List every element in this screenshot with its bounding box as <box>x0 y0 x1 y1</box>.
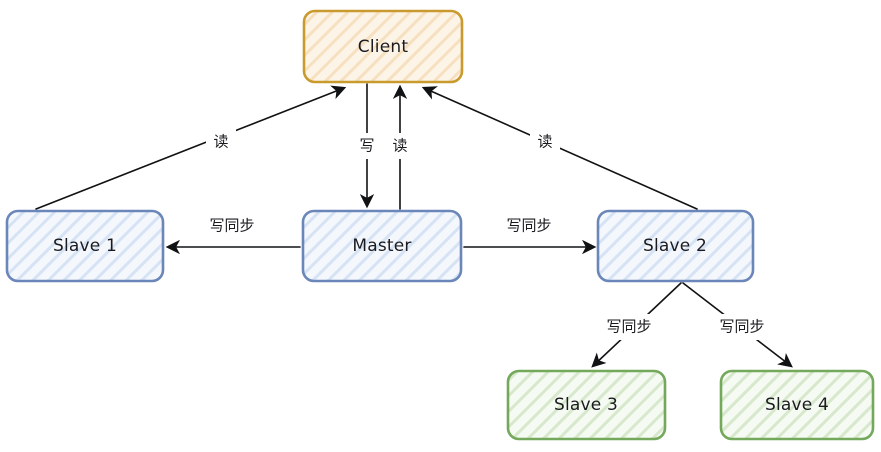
node-client[interactable]: Client <box>302 9 464 84</box>
node-client-label: Client <box>358 37 409 57</box>
edge-label-write-master: 写 <box>359 137 374 155</box>
edge-labels-layer: 读 写 读 读 写同步 写同步 写同步 <box>206 129 779 340</box>
nodes-layer: Client Slave 1 Master Slave 2 Slave 3 Sl <box>5 9 875 441</box>
node-slave1[interactable]: Slave 1 <box>5 209 165 283</box>
edge-label-sync-slave4: 写同步 <box>719 318 764 336</box>
edge-label-master-to-slave2: 写同步 <box>506 217 551 235</box>
edge-label-sync-slave1: 写同步 <box>209 217 254 235</box>
node-slave4-label: Slave 4 <box>765 395 829 415</box>
node-master-label: Master <box>352 236 411 256</box>
node-slave2-label: Slave 2 <box>643 236 707 256</box>
edge-label-read-master: 读 <box>392 137 407 155</box>
node-master[interactable]: Master <box>301 209 463 283</box>
edge-label-slave2-to-client: 读 <box>530 129 560 155</box>
edge-slave2-to-client <box>421 86 698 210</box>
edge-label-slave2-to-slave3: 写同步 <box>592 314 666 340</box>
edge-label-master-to-slave1: 写同步 <box>209 217 254 235</box>
edge-label-read-slave2: 读 <box>537 133 552 151</box>
edge-label-sync-slave3: 写同步 <box>606 318 651 336</box>
node-slave2[interactable]: Slave 2 <box>596 209 755 283</box>
node-slave3-label: Slave 3 <box>554 395 618 415</box>
edge-slave1-to-client <box>35 85 347 210</box>
edge-label-client-to-master: 写 <box>353 133 381 159</box>
edges-layer <box>35 83 793 368</box>
node-slave1-label: Slave 1 <box>53 236 117 256</box>
node-slave3[interactable]: Slave 3 <box>506 369 667 441</box>
edge-label-read-slave1: 读 <box>213 133 228 151</box>
node-slave4[interactable]: Slave 4 <box>719 369 875 441</box>
edge-label-slave1-to-client: 读 <box>206 129 236 155</box>
edge-label-slave2-to-slave4: 写同步 <box>705 314 779 340</box>
edge-label-master-to-client: 读 <box>386 133 414 159</box>
edge-label-sync-slave2: 写同步 <box>506 217 551 235</box>
